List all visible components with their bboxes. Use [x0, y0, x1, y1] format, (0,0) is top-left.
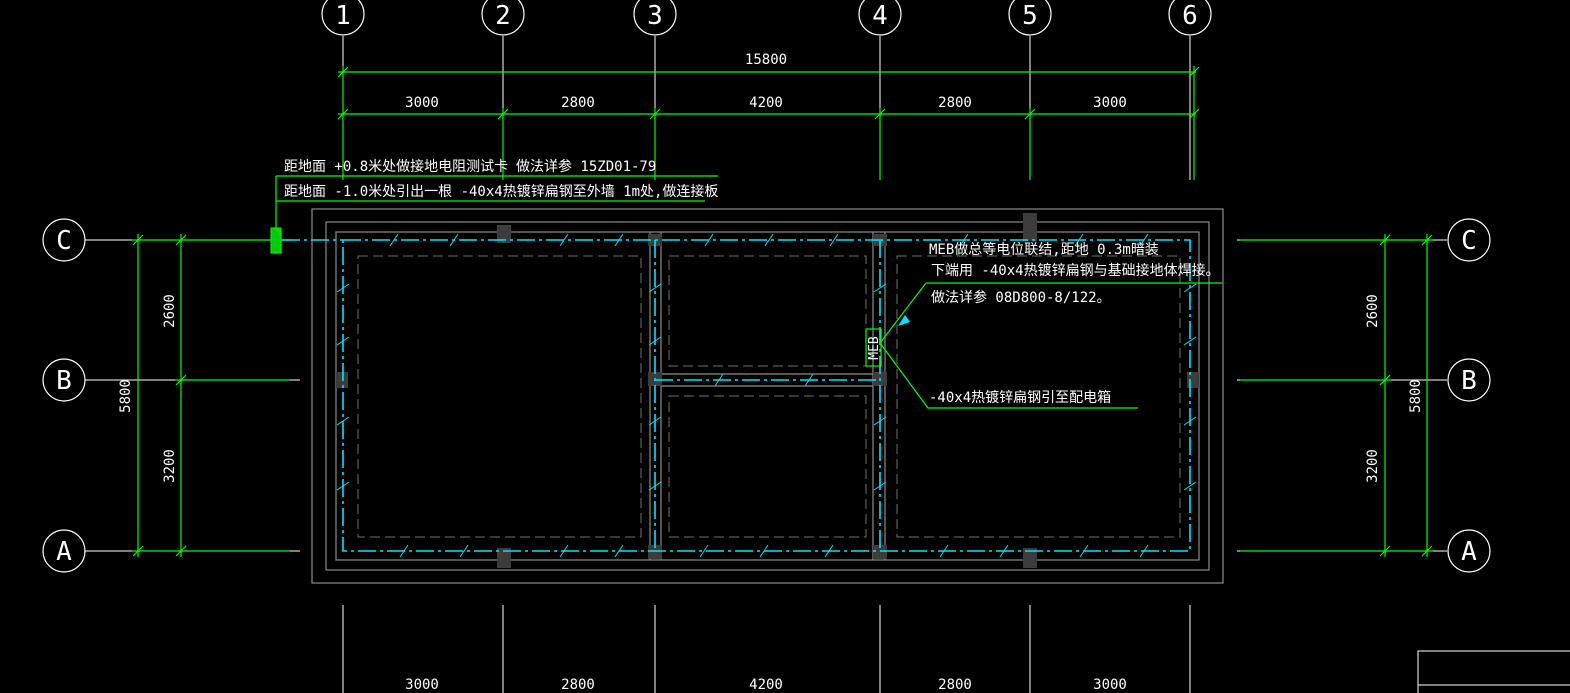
grid-label-row-c-right: C — [1461, 226, 1477, 256]
dim-bottom-bay-4: 2800 — [938, 677, 972, 693]
grounding-weld-marks — [336, 233, 1197, 558]
dim-top-bay-1: 3000 — [405, 95, 439, 111]
grid-label-col-2: 2 — [495, 1, 511, 31]
grid-label-row-a-right: A — [1461, 537, 1477, 567]
grounding-conductor — [282, 239, 1191, 552]
top-dimension-lines — [337, 66, 1200, 180]
grid-label-col-6: 6 — [1182, 1, 1198, 31]
meb-tag: MEB — [867, 336, 882, 360]
dim-top-bay-3: 4200 — [749, 95, 783, 111]
grid-label-row-b-right: B — [1461, 366, 1477, 396]
meb-box — [865, 328, 882, 367]
right-dimension-lines — [1240, 234, 1433, 557]
feeder-note: -40x4热镀锌扁钢引至配电箱 — [929, 389, 1111, 406]
grid-label-col-4: 4 — [872, 1, 888, 31]
title-block-corner — [1417, 650, 1570, 693]
meb-arrow-icon — [898, 315, 910, 326]
room-inner-outlines — [357, 255, 1181, 538]
test-card-leader — [275, 175, 718, 228]
dim-left-total: 5800 — [118, 379, 134, 413]
dim-right-part-1: 2600 — [1365, 294, 1381, 328]
building-walls — [311, 208, 1224, 584]
dim-bottom-bay-3: 4200 — [749, 677, 783, 693]
column-grid-lines — [342, 36, 1191, 693]
meb-note-line1: MEB做总等电位联结,距地 0.3m暗装 — [929, 241, 1159, 258]
left-dimension-lines — [132, 234, 290, 557]
meb-note-line3: 做法详参 08D800-8/122。 — [931, 289, 1111, 306]
dim-top-bay-5: 3000 — [1093, 95, 1127, 111]
dim-top-bay-2: 2800 — [561, 95, 595, 111]
dim-right-part-2: 3200 — [1365, 449, 1381, 483]
dim-left-part-1: 2600 — [162, 294, 178, 328]
column-bubbles — [321, 0, 1212, 36]
test-card-note-line2: 距地面 -1.0米处引出一根 -40x4热镀锌扁钢至外墙 1m处,做连接板 — [284, 183, 718, 200]
dim-bottom-bay-1: 3000 — [405, 677, 439, 693]
grid-label-col-3: 3 — [647, 1, 663, 31]
dim-left-part-2: 3200 — [162, 449, 178, 483]
grid-label-col-5: 5 — [1022, 1, 1038, 31]
test-card-note-line1: 距地面 +0.8米处做接地电阻测试卡 — [284, 158, 508, 175]
dim-overall-width: 15800 — [745, 52, 787, 68]
grid-label-row-b-left: B — [56, 366, 72, 396]
test-card-marker — [270, 227, 282, 254]
grid-label-col-1: 1 — [335, 1, 351, 31]
row-bubbles — [42, 218, 1491, 573]
dim-top-bay-4: 2800 — [938, 95, 972, 111]
grid-label-row-a-left: A — [56, 537, 72, 567]
test-card-note-ref: 做法详参 15ZD01-79 — [516, 158, 656, 175]
dim-right-total: 5800 — [1408, 379, 1424, 413]
meb-leaders — [879, 282, 1222, 409]
meb-note-line2: 下端用 -40x4热镀锌扁钢与基础接地体焊接。 — [931, 262, 1220, 279]
dim-bottom-bay-2: 2800 — [561, 677, 595, 693]
dim-bottom-bay-5: 3000 — [1093, 677, 1127, 693]
grid-label-row-c-left: C — [56, 226, 72, 256]
